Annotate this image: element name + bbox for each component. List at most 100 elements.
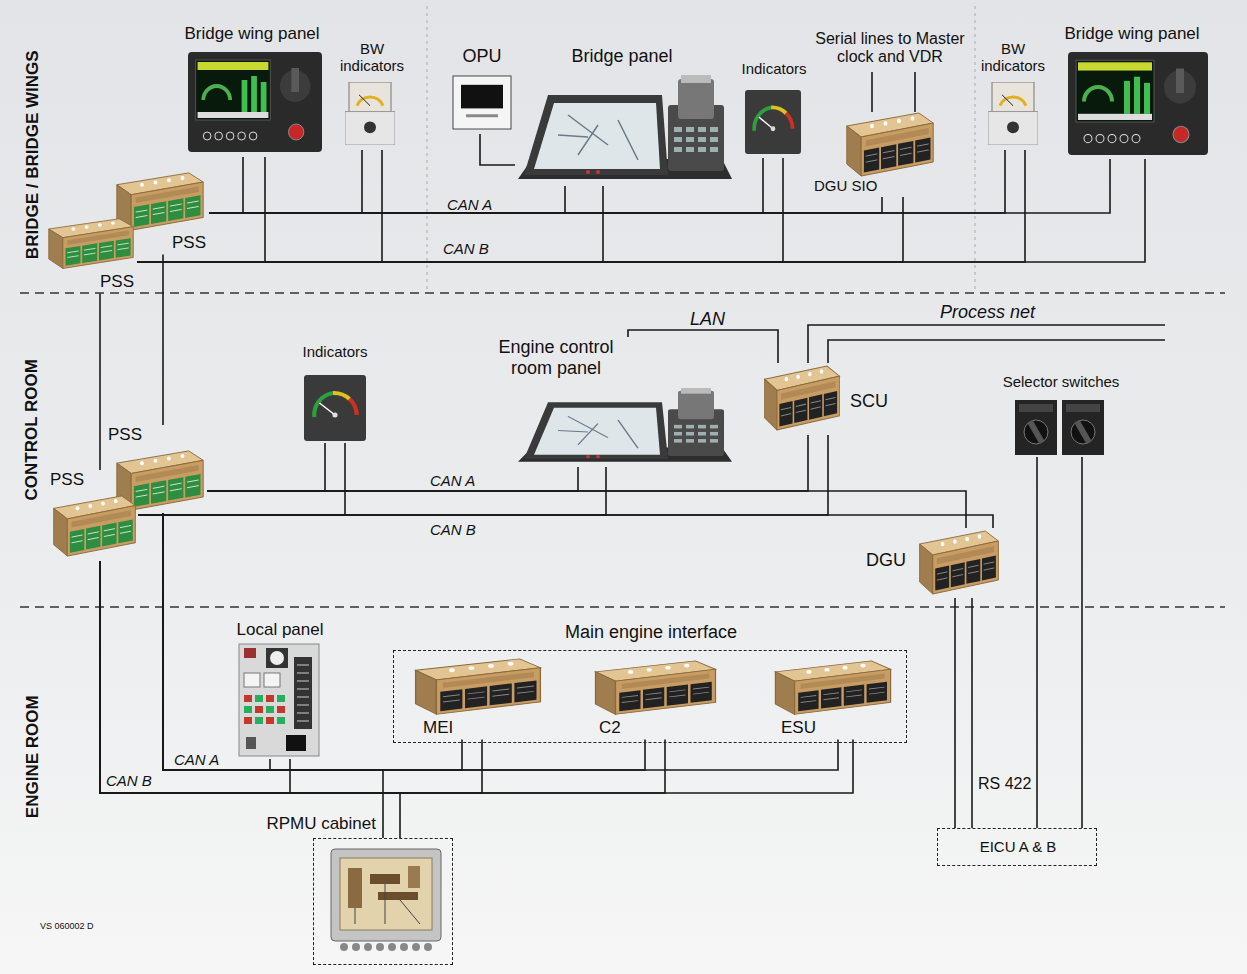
device-label: OPU	[462, 46, 501, 67]
control-module-picture	[765, 366, 840, 430]
bw-indicator-picture	[988, 82, 1038, 145]
device-label: Local panel	[237, 620, 324, 640]
bridge-wing-panel-picture	[1068, 52, 1208, 155]
device-label: DGU SIO	[814, 177, 877, 194]
bridge-wing-panel-picture	[188, 52, 322, 152]
bus-wire	[162, 255, 164, 425]
control-module-picture	[596, 661, 716, 714]
bus-label: CAN B	[430, 521, 476, 538]
device-node: BW indicators	[336, 40, 411, 150]
bus-label: Serial lines to Master clock and VDR	[810, 30, 970, 67]
device-label: BW indicators	[977, 40, 1049, 75]
bus-wire	[100, 561, 853, 793]
device-label: Engine control room panel	[488, 337, 624, 378]
device-label: ESU	[781, 718, 816, 738]
device-label: PSS	[172, 233, 206, 253]
device-node: MEI	[411, 656, 546, 740]
bus-wire	[137, 150, 382, 262]
bus-wire	[163, 513, 270, 770]
device-node: PSS	[105, 425, 207, 513]
console-picture	[518, 75, 732, 179]
bus-wire	[1081, 457, 1083, 828]
indicator-picture	[745, 90, 801, 154]
device-node: Bridge wing panel	[1058, 24, 1216, 159]
control-module-picture	[920, 531, 999, 594]
device-node: Indicators	[738, 60, 810, 158]
device-label: Bridge wing panel	[184, 24, 319, 44]
device-label: Selector switches	[1003, 373, 1120, 390]
device-label: PSS	[100, 272, 134, 292]
bus-wire	[137, 157, 265, 262]
device-node: Bridge wing panel	[180, 24, 332, 157]
section-label: ENGINE ROOM	[22, 696, 42, 819]
bus-wire	[209, 159, 1110, 213]
section-divider	[20, 606, 1225, 608]
device-label: BW indicators	[336, 40, 408, 75]
bus-wire	[163, 513, 462, 770]
bus-wire	[137, 197, 903, 262]
bus-wire	[209, 157, 243, 213]
device-node: PSS	[48, 470, 138, 561]
bus-label: Process net	[940, 302, 1035, 323]
device-label: Indicators	[741, 60, 806, 77]
device-node: DGU SIO	[810, 110, 942, 197]
control-module-picture	[416, 659, 541, 714]
device-node: C2	[591, 656, 721, 740]
bus-wire	[163, 513, 383, 838]
bus-wire	[100, 561, 482, 793]
process-net-line	[828, 340, 1165, 363]
bus-wire	[209, 150, 362, 213]
bus-wire	[1036, 457, 1038, 828]
device-node: Selector switches	[996, 373, 1126, 457]
bus-wire	[99, 294, 101, 470]
bus-wire	[100, 561, 665, 793]
bus-wire	[100, 561, 290, 793]
link-label: RS 422	[978, 775, 1031, 793]
serial-line	[871, 72, 873, 112]
device-node: SCU	[760, 363, 894, 435]
zone-divider	[427, 6, 428, 290]
group-box: EICU A & B	[937, 828, 1097, 866]
zone-divider	[975, 6, 976, 290]
bus-label: CAN B	[443, 240, 489, 257]
device-label: DGU	[866, 550, 906, 571]
console-picture	[518, 388, 732, 462]
process-net-line	[808, 325, 1165, 363]
pss-module-picture	[54, 496, 136, 556]
rpmu-cabinet-picture	[331, 849, 441, 951]
serial-line	[914, 72, 916, 112]
indicator-picture	[304, 375, 366, 441]
device-node: Engine control room panel	[480, 337, 735, 467]
group-box: RPMU cabinet	[313, 838, 453, 965]
device-label: Indicators	[302, 343, 367, 360]
device-label: PSS	[108, 425, 142, 445]
bus-label: CAN A	[430, 472, 475, 489]
control-module-picture	[847, 113, 933, 176]
bus-wire	[207, 491, 966, 528]
device-label: Main engine interface	[565, 622, 737, 643]
bus-wire	[209, 150, 1005, 213]
bw-indicator-picture	[345, 82, 395, 145]
bus-label: CAN A	[174, 751, 219, 768]
bus-wire	[971, 598, 973, 828]
bus-wire	[163, 513, 838, 770]
pss-module-picture	[49, 219, 133, 269]
device-node: PSS	[113, 170, 209, 255]
device-node: DGU	[862, 528, 1002, 598]
device-node: Bridge panel	[515, 46, 737, 186]
bus-wire	[137, 158, 783, 262]
local-panel-picture	[239, 644, 319, 756]
device-label: RPMU cabinet	[266, 814, 376, 834]
bus-wire	[137, 150, 1025, 262]
section-label: BRIDGE / BRIDGE WINGS	[22, 51, 42, 260]
link-label: LAN	[690, 309, 725, 330]
bus-wire	[138, 467, 606, 515]
device-label: Bridge wing panel	[1064, 24, 1199, 44]
device-label: PSS	[50, 470, 84, 490]
bus-wire	[100, 561, 400, 838]
bus-wire	[209, 158, 763, 213]
bus-label: CAN A	[447, 196, 492, 213]
bus-wire	[628, 330, 778, 363]
bus-wire	[954, 598, 956, 828]
bus-wire	[209, 186, 565, 213]
